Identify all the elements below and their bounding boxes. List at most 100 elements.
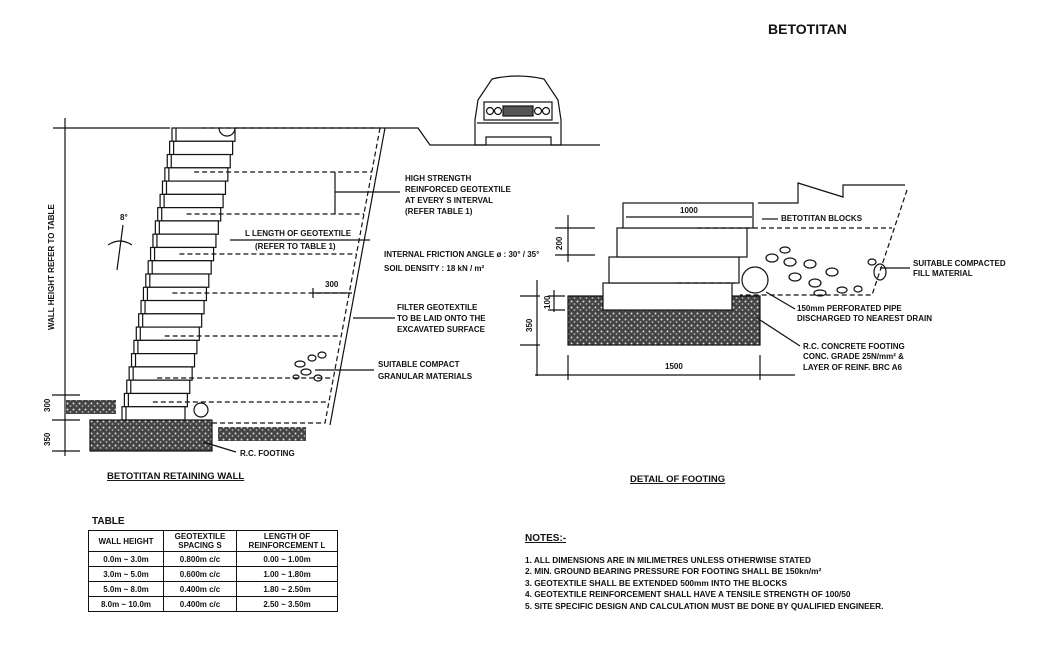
granular-stones	[292, 351, 327, 382]
pipe-label-1: 150mm PERFORATED PIPE	[797, 304, 902, 313]
table-cell: 5.0m ~ 8.0m	[88, 581, 164, 597]
wall-section-caption: BETOTITAN RETAINING WALL	[107, 471, 244, 482]
geotextile-label-3: AT EVERY S INTERVAL	[405, 196, 493, 205]
soil-hatch-front	[66, 400, 116, 414]
length-label-2: (REFER TO TABLE 1)	[255, 242, 336, 251]
length-label-1: L LENGTH OF GEOTEXTILE	[245, 229, 352, 238]
wall-block	[171, 127, 236, 142]
wall-block	[145, 273, 210, 288]
wall-block	[169, 140, 234, 156]
wall-block	[166, 153, 231, 169]
dim-300-label: 300	[43, 398, 52, 412]
concrete-label-1: R.C. CONCRETE FOOTING	[803, 342, 905, 351]
wall-blocks	[121, 127, 236, 421]
perforated-pipe	[741, 266, 769, 294]
wall-block	[161, 180, 227, 195]
wall-block	[133, 339, 198, 355]
wall-block	[138, 313, 203, 328]
header-wall-height: WALL HEIGHT	[88, 530, 164, 552]
geotextile-label-2: REINFORCED GEOTEXTILE	[405, 185, 511, 194]
table-cell: 0.800m c/c	[163, 551, 237, 567]
table-cell: 0.400m c/c	[163, 596, 237, 612]
wall-block	[164, 167, 229, 182]
pipe-label-2: DISCHARGED TO NEAREST DRAIN	[797, 314, 932, 323]
note-item: 4. GEOTEXTILE REINFORCEMENT SHALL HAVE A…	[525, 589, 851, 600]
footing-detail	[520, 182, 910, 380]
friction-label: INTERNAL FRICTION ANGLE ø : 30° / 35°	[384, 250, 539, 259]
fill-label-2: FILL MATERIAL	[913, 269, 973, 278]
detail-block-2	[616, 227, 748, 258]
drawing-title: BETOTITAN	[768, 21, 847, 37]
notes-heading: NOTES:-	[525, 533, 567, 544]
offset-300-label: 300	[325, 280, 339, 289]
soil-hatch-back	[218, 427, 306, 441]
dim-100-label: 100	[543, 295, 552, 309]
note-item: 1. ALL DIMENSIONS ARE IN MILIMETRES UNLE…	[525, 555, 811, 565]
filter-label-3: EXCAVATED SURFACE	[397, 325, 486, 334]
notes-section: NOTES:- 1. ALL DIMENSIONS ARE IN MILIMET…	[525, 533, 883, 612]
table-cell: 8.0m ~ 10.0m	[88, 596, 164, 612]
wall-block	[159, 193, 224, 209]
geotextile-label-4: (REFER TABLE 1)	[405, 207, 473, 216]
wall-block	[154, 220, 219, 235]
filter-geotextile-line	[329, 127, 386, 426]
concrete-label-3: LAYER OF REINF. BRC A6	[803, 363, 903, 372]
detail-block-1	[622, 202, 754, 229]
car-icon	[474, 75, 562, 146]
blocks-label: BETOTITAN BLOCKS	[781, 214, 863, 223]
fill-stones	[765, 246, 887, 297]
capping-notch	[218, 127, 236, 137]
detail-block-4	[602, 282, 733, 311]
dim-1000-label: 1000	[680, 206, 698, 215]
note-item: 5. SITE SPECIFIC DESIGN AND CALCULATION …	[525, 600, 884, 611]
fill-label-1: SUITABLE COMPACTED	[913, 259, 1006, 268]
header-spacing: GEOTEXTILE SPACING S	[163, 530, 237, 552]
granular-label-2: GRANULAR MATERIALS	[378, 372, 473, 381]
table-cell: 3.0m ~ 5.0m	[88, 566, 164, 582]
wall-block	[130, 353, 196, 368]
granular-label-1: SUITABLE COMPACT	[378, 360, 460, 369]
wall-block	[140, 299, 205, 315]
wall-block	[152, 233, 217, 249]
dim-200-label: 200	[555, 236, 564, 250]
wall-block	[135, 326, 200, 341]
wall-block	[121, 406, 186, 421]
filter-label-2: TO BE LAID ONTO THE	[397, 314, 486, 323]
header-length: LENGTH OF REINFORCEMENT L	[236, 530, 338, 552]
note-item: 3. GEOTEXTILE SHALL BE EXTENDED 500mm IN…	[525, 577, 788, 588]
angle-label: 8°	[120, 213, 128, 222]
density-label: SOIL DENSITY : 18 kN / m²	[384, 264, 485, 273]
note-item: 2. MIN. GROUND BEARING PRESSURE FOR FOOT…	[525, 566, 822, 577]
table-cell: 0.00 ~ 1.00m	[236, 551, 338, 567]
rc-footing-label: R.C. FOOTING	[240, 449, 295, 458]
table-cell: 0.400m c/c	[163, 581, 237, 597]
table-cell: 1.00 ~ 1.80m	[236, 566, 338, 582]
drain-pipe	[193, 402, 209, 418]
wall-height-label: WALL HEIGHT REFER TO TABLE	[47, 204, 56, 330]
dim-350-detail-label: 350	[525, 318, 534, 332]
wall-block	[147, 260, 212, 275]
table-header-row: WALL HEIGHT GEOTEXTILE SPACING S LENGTH …	[88, 530, 338, 552]
dim-1500-label: 1500	[665, 362, 683, 371]
wall-block	[123, 392, 188, 408]
concrete-label-2: CONC. GRADE 25N/mm² &	[803, 352, 904, 361]
wall-section	[52, 118, 600, 456]
rc-footing	[89, 419, 213, 452]
table-caption: TABLE	[92, 516, 125, 527]
detail-block-3	[608, 256, 740, 284]
geotextile-label-1: HIGH STRENGTH	[405, 174, 471, 183]
filter-label-1: FILTER GEOTEXTILE	[397, 303, 478, 312]
table-cell: 2.50 ~ 3.50m	[236, 596, 338, 612]
table-cell: 1.80 ~ 2.50m	[236, 581, 338, 597]
wall-block	[126, 379, 191, 395]
wall-block	[142, 286, 208, 302]
table-cell: 0.600m c/c	[163, 566, 237, 582]
excavation-line-dashed	[212, 127, 381, 424]
table-cell: 0.0m ~ 3.0m	[88, 551, 164, 567]
ground-profile	[758, 182, 905, 204]
